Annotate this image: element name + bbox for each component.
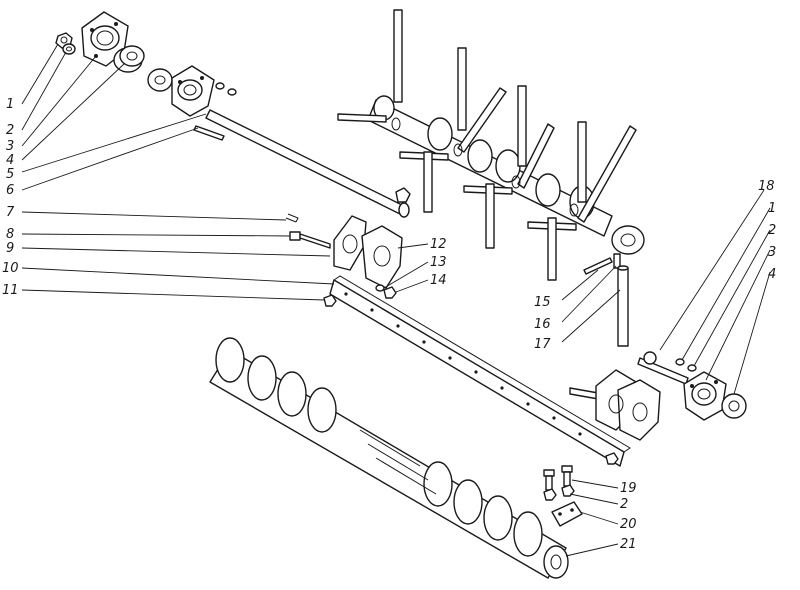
left-bearing-group [55,11,237,117]
callout-2: 2 [6,123,14,138]
callout-4: 4 [6,153,14,168]
tines-angled [457,87,637,223]
crank-shaft [193,109,411,218]
callout-6: 6 [6,183,14,198]
callout-14: 14 [430,273,447,288]
flange-housing-inner [171,65,215,117]
nut-small [227,88,237,96]
callout-10: 10 [2,261,19,276]
callout-3: 3 [6,139,14,154]
right-bracket-group [569,369,661,441]
callout-16: 16 [534,317,551,332]
pin-small [613,253,621,269]
flange-housing-right [683,371,727,421]
cotter-pin [583,257,613,275]
bolt-8 [289,231,331,249]
bottom-fasteners [543,465,583,527]
tines-lower [423,151,557,281]
callout-11: 11 [2,283,19,298]
callouts: 1 2 3 4 5 6 7 8 9 10 11 12 13 14 15 16 1… [2,97,776,552]
nut-right [687,364,697,372]
callout-7: 7 [6,205,15,220]
bracket-half-a [333,215,367,271]
center-bracket-group [285,213,403,307]
tines-upper [393,9,587,203]
callout-18: 18 [758,179,775,194]
right-bearing-group [637,351,747,421]
bearing-inner [147,68,173,92]
auger-flights [215,337,543,557]
bolt-19a [543,469,555,491]
callout-5: 5 [6,167,14,182]
nut-bottom-a [543,488,557,501]
washer-13 [375,284,385,292]
bolt-19b [561,465,573,487]
callout-8: 8 [6,227,14,242]
nut-bottom-b [561,484,575,497]
nut-14 [383,286,397,299]
leader-lines [21,43,771,557]
washer-small [215,82,225,90]
callout-right-4: 4 [768,267,776,282]
tines-horizontal [337,113,577,231]
shaft-end-nut [395,187,411,203]
cotter-pin-7 [285,213,299,223]
callout-13: 13 [430,255,447,270]
end-bushing [611,225,645,255]
callout-12: 12 [430,237,447,252]
bearing-right [721,393,747,419]
callout-right-1: 1 [768,201,776,216]
tine-loose [617,265,629,347]
callout-bottom-2: 2 [620,497,628,512]
callout-20: 20 [620,517,637,532]
plate-20 [551,501,583,527]
bracket-half-b [361,225,403,289]
tine-shaft-assembly [337,9,645,281]
bar-end-nut [605,452,619,465]
washer-left [62,43,76,55]
bearing-left [113,45,145,73]
callout-1: 1 [6,97,14,112]
callout-right-3: 3 [768,245,776,260]
washer-right [675,358,685,366]
callout-right-2: 2 [768,223,776,238]
callout-19: 19 [620,481,637,496]
auger [209,337,569,579]
callout-9: 9 [6,241,14,256]
square-bar [329,275,631,467]
callout-17: 17 [534,337,551,352]
nut-11 [323,294,337,307]
callout-15: 15 [534,295,551,310]
callout-21: 21 [620,537,637,552]
